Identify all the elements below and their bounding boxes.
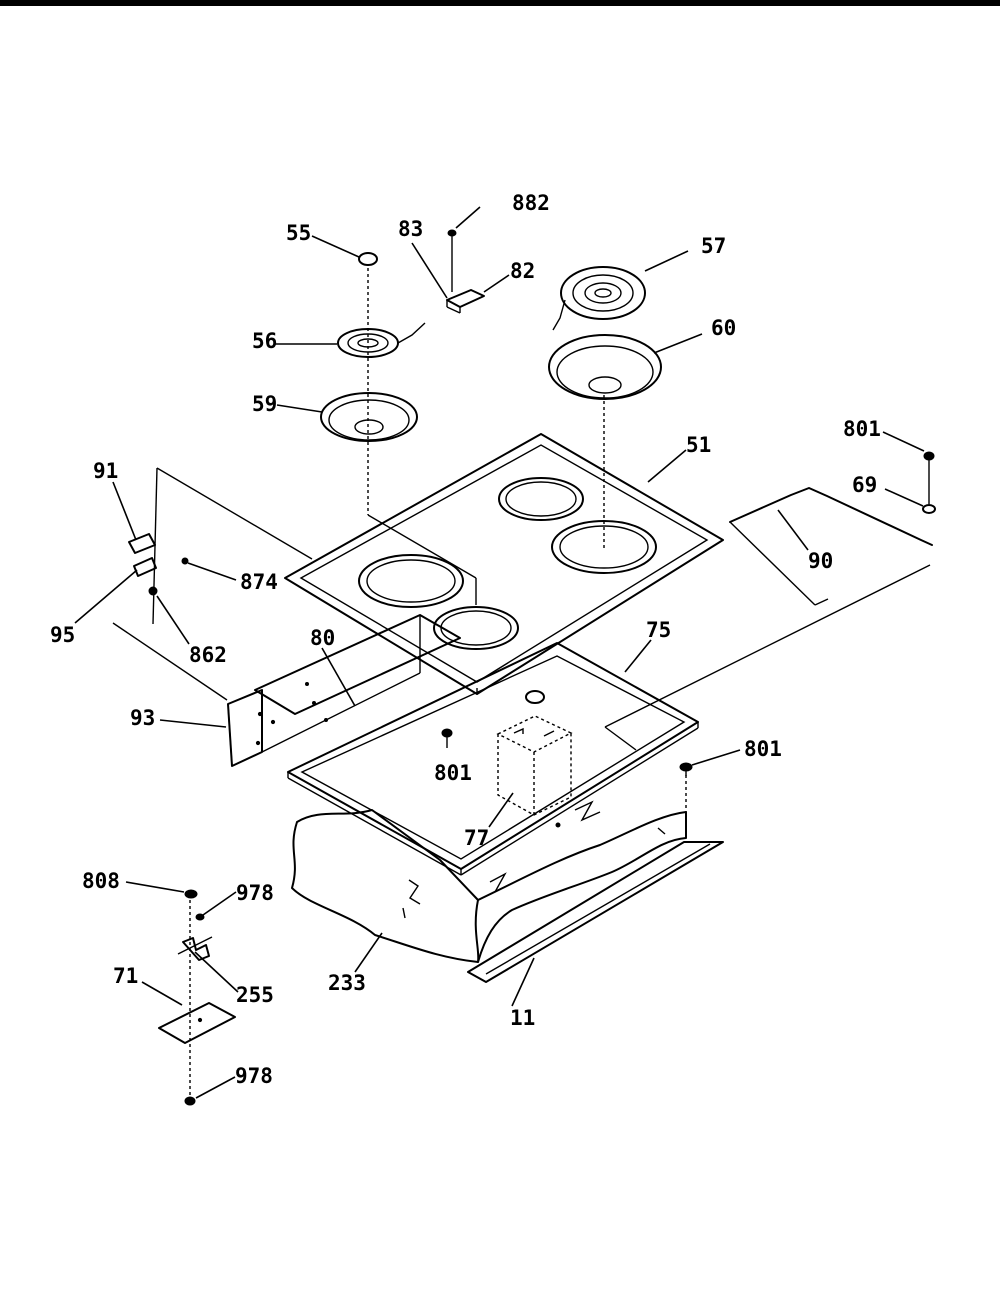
small-drip-pan: [320, 392, 418, 442]
trim-strip: [254, 614, 461, 753]
screw-center: [441, 728, 453, 748]
callout-83: 83: [398, 217, 423, 241]
leader-lines: [74, 206, 925, 1099]
callout-55: 55: [286, 221, 311, 245]
callout-60: 60: [711, 316, 736, 340]
callout-882: 882: [512, 191, 550, 215]
callout-801-right: 801: [744, 737, 782, 761]
element-knob: [358, 252, 378, 266]
bottom-panel: [467, 841, 724, 983]
callout-71: 71: [113, 964, 138, 988]
junction-box: [496, 715, 573, 828]
callout-862: 862: [189, 643, 227, 667]
callout-808: 808: [82, 869, 120, 893]
callout-91: 91: [93, 459, 118, 483]
terminal-block: [446, 229, 485, 314]
callout-978-lower: 978: [235, 1064, 273, 1088]
left-clip: [128, 533, 189, 596]
callout-90: 90: [808, 549, 833, 573]
callout-11: 11: [510, 1006, 535, 1030]
top-border: [0, 0, 1000, 6]
rear-wire-bracket: [729, 487, 933, 606]
left-bracket-panel: [227, 689, 276, 767]
callout-233: 233: [328, 971, 366, 995]
screw-right: [679, 762, 693, 776]
callout-255: 255: [236, 983, 274, 1007]
callout-874: 874: [240, 570, 278, 594]
callout-77: 77: [464, 826, 489, 850]
guide-lines: [112, 467, 931, 751]
callout-75: 75: [646, 618, 671, 642]
callout-80: 80: [310, 626, 335, 650]
callout-57: 57: [701, 234, 726, 258]
callout-82: 82: [510, 259, 535, 283]
cooktop-main-top: [284, 433, 724, 695]
large-drip-pan: [548, 334, 662, 400]
callout-801-mid: 801: [434, 761, 472, 785]
small-surface-element: [337, 322, 426, 358]
insulation-blanket: [291, 800, 687, 963]
callout-978-upper: 978: [236, 881, 274, 905]
leveling-leg-assembly: [158, 889, 236, 1106]
callout-51: 51: [686, 433, 711, 457]
cooktop-frame: [287, 642, 699, 876]
callout-801-top: 801: [843, 417, 881, 441]
rear-screw: [922, 451, 936, 514]
callout-69: 69: [852, 473, 877, 497]
callout-56: 56: [252, 329, 277, 353]
callout-59: 59: [252, 392, 277, 416]
callout-95: 95: [50, 623, 75, 647]
large-surface-element: [552, 266, 646, 331]
callout-labels: 882 55 83 82 57 56 60 59 51 801 91 69 90…: [50, 191, 881, 1088]
callout-93: 93: [130, 706, 155, 730]
